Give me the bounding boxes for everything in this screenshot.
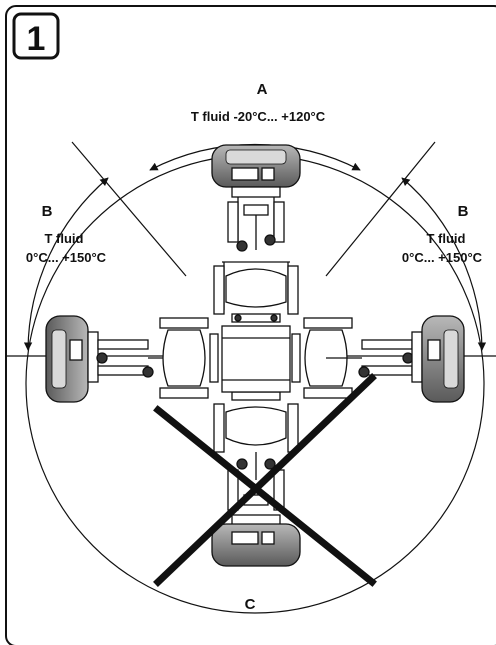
sector-a-letter: A <box>257 81 268 98</box>
boundary-line-right <box>325 141 436 277</box>
sector-b-right-line2: 0°C... +150°C <box>402 250 483 265</box>
sector-a-temperature: T fluid -20°C... +120°C <box>191 109 326 124</box>
pipe-junction <box>221 325 291 393</box>
boundary-line-left <box>71 141 187 277</box>
sector-b-left-letter: B <box>42 203 53 220</box>
sector-b-right-letter: B <box>458 203 469 220</box>
not-allowed-cross <box>153 373 377 587</box>
valve-assembly-right <box>291 315 465 403</box>
sector-b-right-line1: T fluid <box>427 231 466 246</box>
valve-assembly-left <box>45 315 219 403</box>
figure-number-badge: 1 <box>12 12 60 60</box>
actuator-bottom <box>211 523 301 567</box>
sector-c-letter: C <box>245 596 256 613</box>
valve-assembly-bottom <box>211 391 301 567</box>
sector-b-left-line2: 0°C... +150°C <box>26 250 107 265</box>
figure-frame <box>5 5 496 645</box>
sector-b-left-line1: T fluid <box>45 231 84 246</box>
valve-assembly-top <box>211 144 301 323</box>
figure-number: 1 <box>27 20 46 58</box>
